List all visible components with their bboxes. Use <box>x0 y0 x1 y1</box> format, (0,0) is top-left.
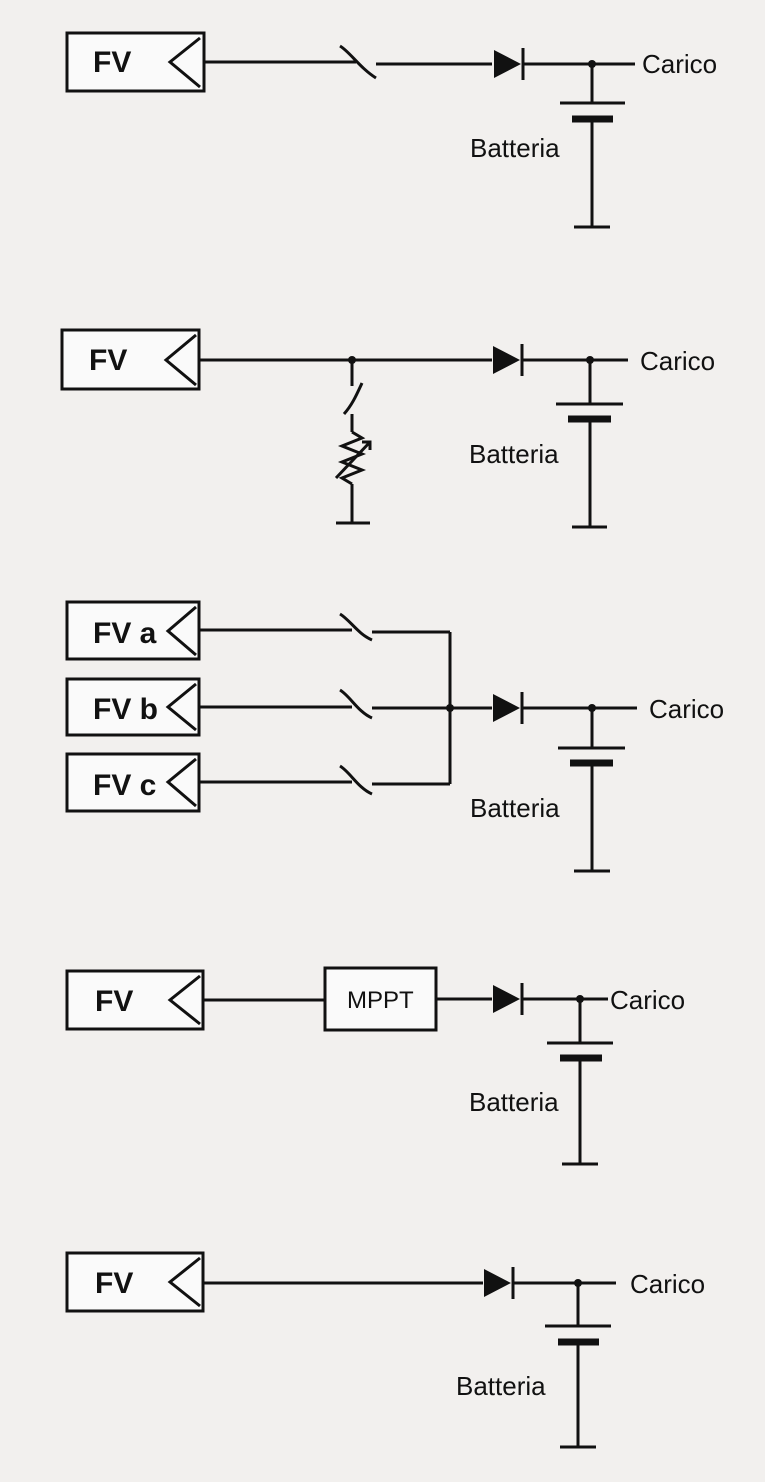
battery-5 <box>545 1283 611 1449</box>
pv-module-3b: FV b <box>65 677 201 737</box>
diagram-3-parallel-arrays: FV a FV b FV c <box>65 600 724 873</box>
diode-1 <box>494 48 525 80</box>
mppt-label: MPPT <box>347 987 414 1014</box>
pv-module-3a: FV a <box>65 600 201 661</box>
load-label-3: Carico <box>649 694 724 724</box>
pv-label-3c: FV c <box>93 769 156 802</box>
battery-label-2: Batteria <box>469 439 559 469</box>
diode-3 <box>493 692 524 724</box>
load-label-5: Carico <box>630 1269 705 1299</box>
pv-module-2: FV <box>60 328 201 391</box>
switch-3a <box>338 612 450 642</box>
pv-label-1: FV <box>93 46 131 79</box>
shunt-switch-resistor <box>334 360 372 525</box>
pv-module-1: FV <box>65 31 206 93</box>
battery-label-4: Batteria <box>469 1087 559 1117</box>
junction-3a <box>446 704 454 712</box>
diagram-1-series-switch: FV Carico Batteria <box>65 31 717 229</box>
pv-module-3c: FV c <box>65 752 201 813</box>
battery-3 <box>558 708 625 873</box>
battery-label-5: Batteria <box>456 1371 546 1401</box>
load-label-1: Carico <box>642 49 717 79</box>
battery-4 <box>547 999 613 1166</box>
diagram-2-shunt-regulator: FV Carico <box>60 328 715 529</box>
pv-label-2: FV <box>89 344 127 377</box>
battery-1 <box>560 64 625 229</box>
diode-5 <box>484 1267 515 1299</box>
diode-4 <box>493 983 524 1015</box>
battery-2 <box>556 360 623 529</box>
pv-label-4: FV <box>95 985 133 1018</box>
switch-3b <box>338 688 492 720</box>
pv-label-3a: FV a <box>93 617 157 650</box>
switch-3c <box>338 764 450 796</box>
mppt-box: MPPT <box>323 966 438 1032</box>
pv-module-4: FV <box>65 969 205 1031</box>
pv-label-3b: FV b <box>93 693 158 726</box>
diode-2 <box>493 344 524 376</box>
switch-1 <box>339 44 492 80</box>
pv-module-5: FV <box>65 1251 205 1313</box>
load-label-4: Carico <box>610 985 685 1015</box>
load-label-2: Carico <box>640 346 715 376</box>
diagram-5-direct: FV Carico Batteria <box>65 1251 705 1449</box>
battery-label-1: Batteria <box>470 133 560 163</box>
pv-label-5: FV <box>95 1267 133 1300</box>
diagram-4-mppt: FV MPPT Carico Batteria <box>65 966 685 1166</box>
battery-label-3: Batteria <box>470 793 560 823</box>
